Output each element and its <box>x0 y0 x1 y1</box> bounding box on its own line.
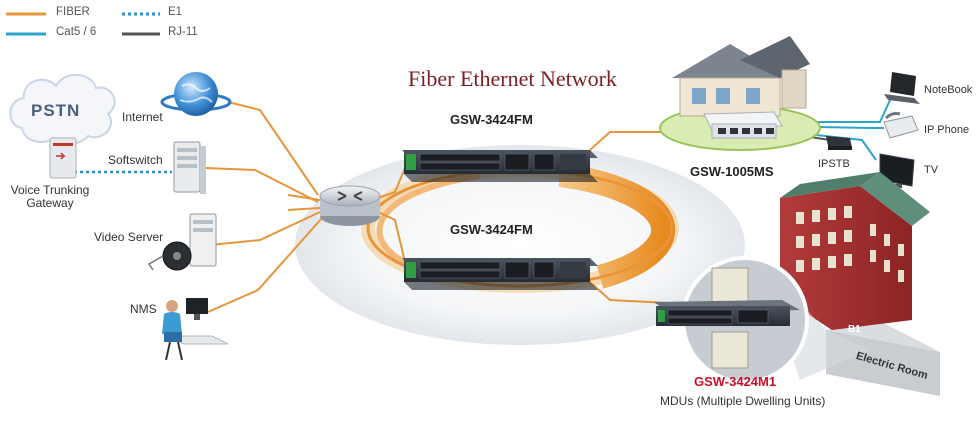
notebook-icon <box>884 72 920 104</box>
video-server-label: Video Server <box>94 230 164 244</box>
legend-label-cat5: Cat5 / 6 <box>56 26 97 38</box>
switch-bottom <box>402 258 598 290</box>
softswitch-label: Softswitch <box>108 153 163 167</box>
diagram-title: Fiber Ethernet Network <box>408 66 617 91</box>
voice-gateway-label: Voice Trunking Gateway <box>10 183 90 210</box>
legend-label-rj11: RJ-11 <box>168 26 198 38</box>
ip-phone-icon <box>883 112 919 139</box>
ip-phone-label: IP Phone <box>924 124 970 136</box>
legend-label-fiber: FIBER <box>56 6 90 18</box>
pstn-cloud <box>9 74 116 179</box>
pstn-label: PSTN <box>31 101 81 120</box>
router-icon <box>319 185 381 226</box>
mdu-switch-label: GSW-3424M1 <box>694 374 777 389</box>
video-server-icon <box>147 213 217 271</box>
ipstb-label: IPSTB <box>818 158 850 170</box>
floor-b1-label: B1 <box>848 324 861 335</box>
fiber-links-router <box>377 167 406 263</box>
server-icon <box>173 141 206 194</box>
switch-top-label: GSW-3424FM <box>450 112 533 127</box>
fiber-link-mdu <box>589 281 669 304</box>
internet-label: Internet <box>122 110 163 124</box>
switch-top <box>402 150 598 182</box>
legend <box>6 12 160 36</box>
home-switch-label: GSW-1005MS <box>690 164 774 179</box>
nms-operator-icon <box>162 298 229 361</box>
ipstb-icon <box>826 136 852 150</box>
mdu-caption: MDUs (Multiple Dwelling Units) <box>660 394 826 408</box>
legend-label-e1: E1 <box>168 6 183 18</box>
tv-label: TV <box>924 164 939 176</box>
switch-bottom-label: GSW-3424FM <box>450 222 533 237</box>
fiber-links-left <box>204 101 323 313</box>
home-switch-icon <box>703 111 783 139</box>
mdu-switch-icon <box>654 300 800 326</box>
globe-icon <box>160 72 232 116</box>
nms-label: NMS <box>130 302 157 316</box>
notebook-label: NoteBook <box>924 84 973 96</box>
mdu-building-icon <box>780 172 940 396</box>
